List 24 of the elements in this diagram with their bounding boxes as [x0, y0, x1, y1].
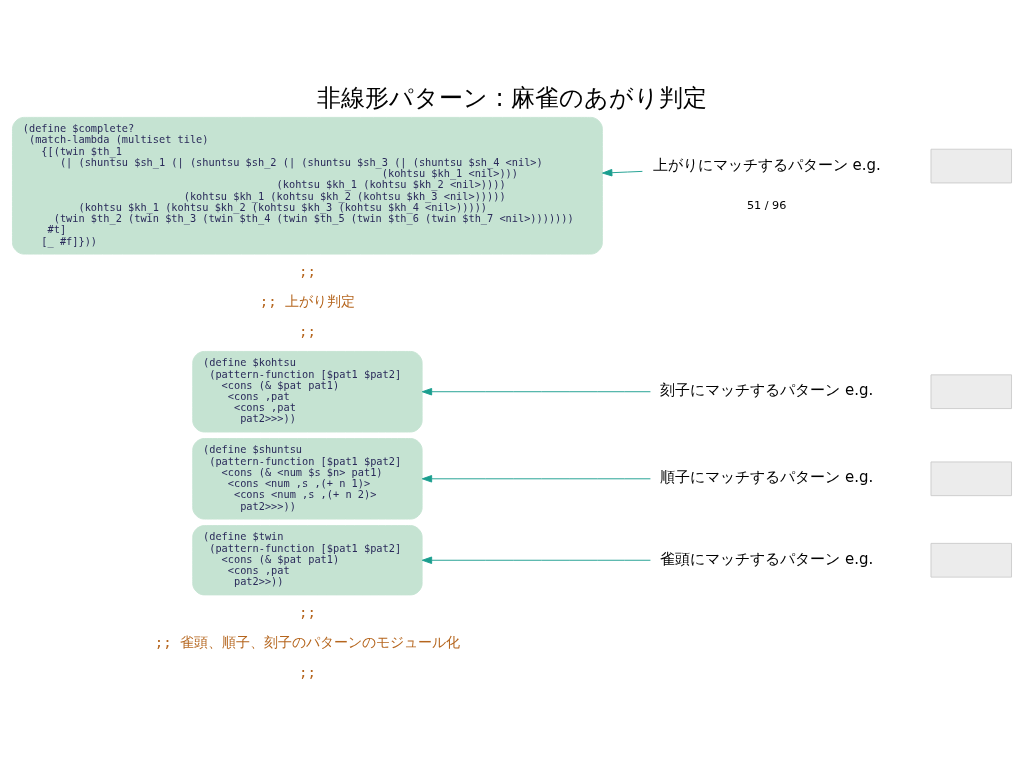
label: ;;: [298, 263, 316, 280]
arrow: [421, 475, 651, 483]
node-text: 順子にマッチするパターン e.g.: [660, 468, 874, 487]
node-box: [930, 461, 1012, 497]
label: ;; 雀頭、順子、刻子のパターンのモジュール化: [154, 633, 461, 650]
label: ;; 上がり判定: [259, 293, 356, 310]
node-box: [930, 148, 1012, 184]
node-box: (define $complete? (match-lambda (multiset tile) {[(twin $th_1 (| (shuntsu $sh_1 (| (shuntsu $sh_2 (| (shuntsu $sh_3 (| (shuntsu $sh_4 <nil>) (kohtsu $kh_1 <nil>))) (kohtsu $kh_1 (kohtsu $kh_2 <nil>)))) (kohtsu $kh_1 (kohtsu $kh_2 (kohtsu $kh_3 <nil>))))) (kohtsu $kh_1 (kohtsu $kh_2 (kohtsu $kh_3 (kohtsu $kh_4 <nil>))))) (twin $th_2 (twin $th_3 (twin $th_4 (twin $th_5 (twin $th_6 (twin $th_7 <nil>))))))) #t] [_ #f]})): [12, 116, 603, 255]
arrow: [421, 387, 651, 396]
node-box: [930, 374, 1012, 410]
arrow: [421, 556, 651, 564]
node-text: 上がりにマッチするパターン e.g.: [652, 155, 881, 174]
node-box: (define $kohtsu (pattern-function [$pat1 $pat2] <cons (& $pat pat1) <cons ,pat <cons ,pat pat2>>>)): [192, 351, 423, 433]
label: 51 / 96: [746, 199, 787, 213]
node-box: (define $shuntsu (pattern-function [$pat1 $pat2] <cons (& <num $s $n> pat1) <cons <num ,s ,(+ n 1)> <cons <num ,s ,(+ n 2)> pat2>>>)): [192, 438, 423, 520]
label: ;;: [298, 663, 316, 680]
arrow: [602, 168, 643, 177]
label: ;;: [298, 603, 316, 620]
node-text: 雀頭にマッチするパターン e.g.: [660, 549, 874, 568]
diagram-title: 非線形パターン : 麻雀のあがり判定: [316, 82, 708, 112]
node-text: 刻子にマッチするパターン e.g.: [660, 381, 874, 400]
label: ;;: [298, 323, 316, 340]
node-box: [930, 542, 1012, 578]
node-box: (define $twin (pattern-function [$pat1 $pat2] <cons (& $pat pat1) <cons ,pat pat2>>)): [192, 525, 423, 596]
